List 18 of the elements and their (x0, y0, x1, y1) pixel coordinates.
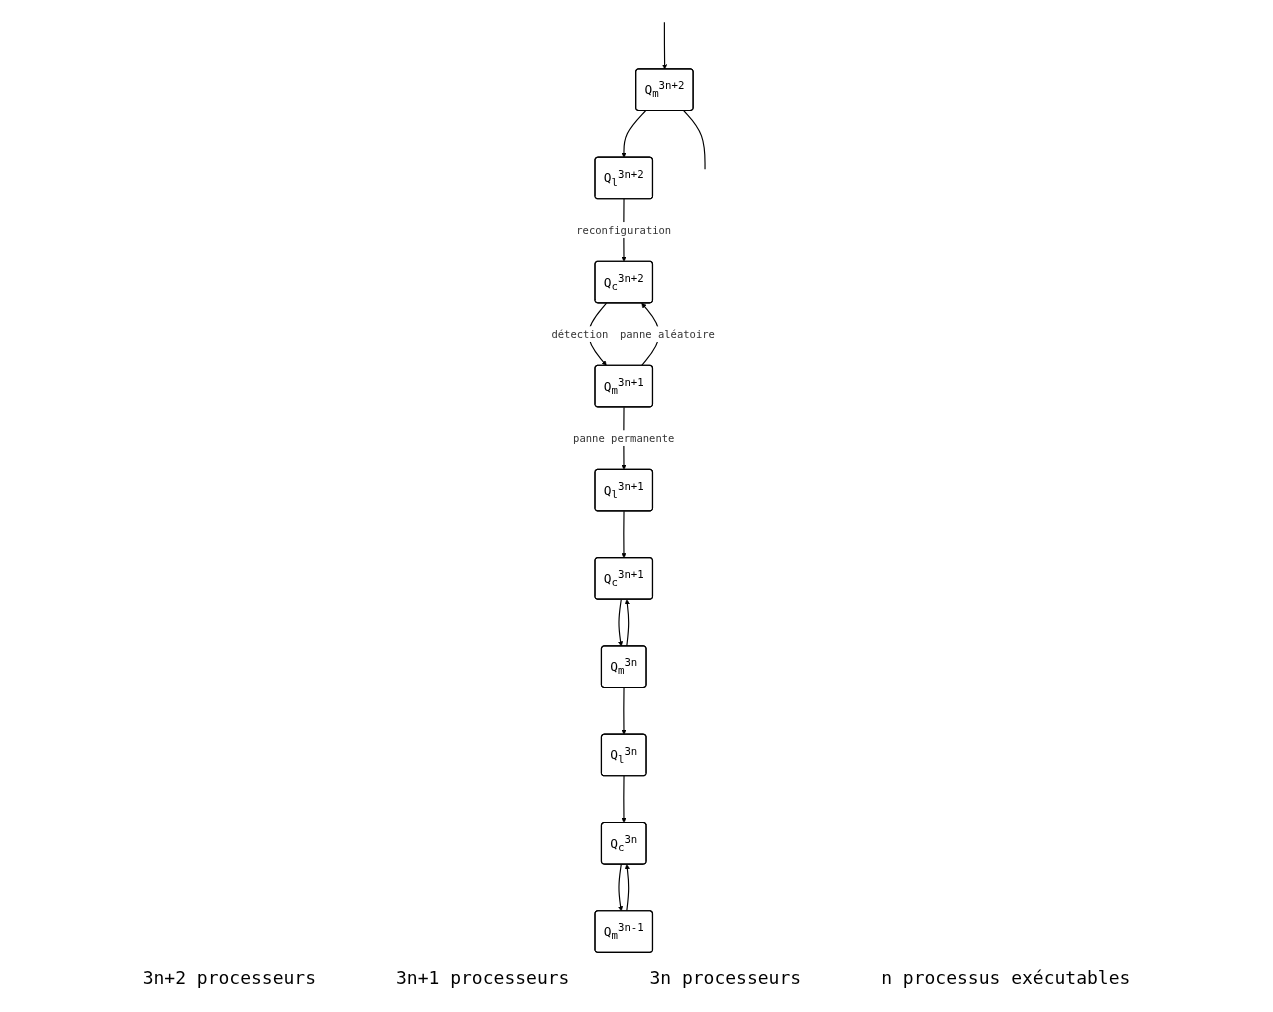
arrow (617, 598, 623, 647)
edge-label: panne permanente (572, 431, 674, 445)
arrow (624, 864, 630, 912)
arrow (624, 599, 630, 647)
region-label: n processus exécutables (881, 967, 1131, 988)
edge-label: reconfiguration (575, 223, 671, 237)
arrow (620, 687, 627, 735)
arrow (661, 21, 667, 70)
connector (682, 110, 706, 170)
arrow (620, 110, 646, 158)
edge-label: détection (550, 327, 608, 341)
arrow (620, 775, 627, 823)
arrow (617, 863, 623, 912)
region-label: 3n+1 processeurs (396, 967, 570, 988)
region-label: 3n processeurs (649, 967, 802, 988)
arrow (620, 510, 627, 559)
region-label: 3n+2 processeurs (142, 967, 316, 988)
edge-label: panne aléatoire (619, 328, 715, 341)
